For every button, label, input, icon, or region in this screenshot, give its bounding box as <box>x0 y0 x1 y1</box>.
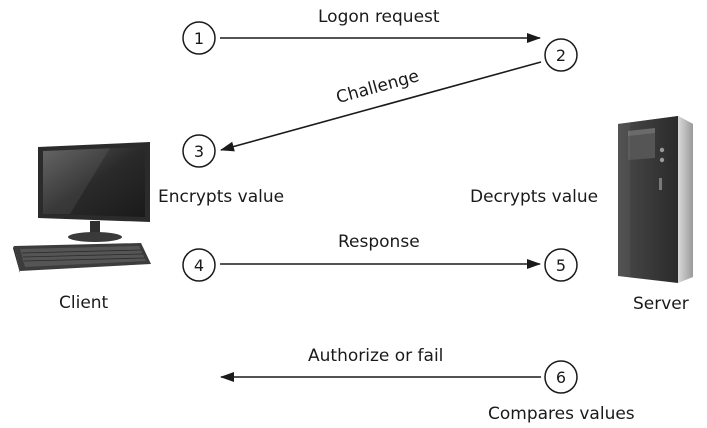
step-3-circle <box>182 134 216 168</box>
step-3-number: 3 <box>194 142 204 161</box>
step-1-number: 1 <box>194 29 204 48</box>
client-computer-icon <box>13 142 151 273</box>
step-4-circle <box>182 248 216 282</box>
client-label: Client <box>59 293 109 313</box>
authorize-or-fail-label: Authorize or fail <box>308 346 444 366</box>
step-2-circle <box>544 38 578 72</box>
server-icon <box>618 116 693 283</box>
step-5-number: 5 <box>556 256 566 275</box>
encrypts-value-label: Encrypts value <box>158 187 285 207</box>
logon-request-label: Logon request <box>318 7 440 27</box>
compares-values-label: Compares values <box>488 404 635 424</box>
step-2-number: 2 <box>556 46 566 65</box>
step-5-circle <box>544 248 578 282</box>
server-label: Server <box>633 294 689 314</box>
response-label: Response <box>338 232 420 252</box>
step-4-number: 4 <box>194 256 204 275</box>
challenge-arrow <box>220 61 542 152</box>
step-6-number: 6 <box>556 368 566 387</box>
decrypts-value-label: Decrypts value <box>470 187 599 207</box>
challenge-label: Challenge <box>334 66 421 108</box>
step-6-circle <box>544 360 578 394</box>
step-1-circle <box>182 21 216 55</box>
